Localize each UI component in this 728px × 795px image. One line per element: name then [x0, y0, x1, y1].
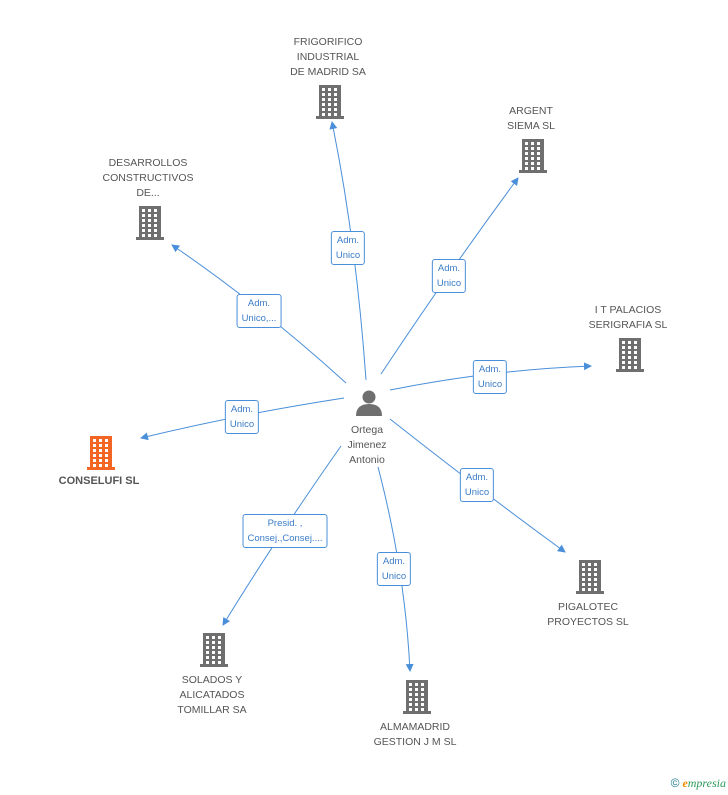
company-name-argent-line: ARGENT	[509, 105, 553, 117]
company-name-frigorifico-line: FRIGORIFICO	[293, 36, 363, 48]
building-icon-almamadrid[interactable]	[403, 680, 431, 714]
empresia-footer[interactable]: ©empresia	[671, 776, 726, 791]
building-icon-itpalacios[interactable]	[616, 338, 644, 372]
building-icon-solados[interactable]	[200, 633, 228, 667]
edge-label-itpalacios-line: Unico	[477, 379, 503, 390]
company-name-almamadrid-line: ALMAMADRID	[379, 721, 451, 733]
edge-label-desarrollos-line: Adm.	[247, 298, 271, 309]
edge-label-frigorifico-line: Unico	[335, 250, 361, 261]
copyright-symbol: ©	[670, 776, 680, 790]
company-name-desarrollos: DESARROLLOS CONSTRUCTIVOS DE...	[102, 156, 193, 201]
edge-label-desarrollos[interactable]: Adm. Unico,...	[236, 294, 282, 328]
edge-label-argent[interactable]: Adm. Unico	[431, 259, 467, 293]
company-name-almamadrid: ALMAMADRID GESTION J M SL	[374, 720, 457, 750]
person-name-line: Ortega	[350, 424, 384, 436]
company-name-almamadrid-line: GESTION J M SL	[373, 736, 457, 748]
company-name-conselufi-line: CONSELUFI SL	[58, 475, 140, 487]
brand-name: mpresia	[687, 776, 726, 790]
edge-label-pigalotec-line: Adm.	[465, 472, 489, 483]
edge-label-itpalacios[interactable]: Adm. Unico	[472, 360, 508, 394]
building-icon-frigorifico[interactable]	[316, 85, 344, 119]
company-name-itpalacios-line: I T PALACIOS	[594, 304, 662, 316]
company-name-argent-line: SIEMA SL	[507, 120, 555, 132]
edge-label-solados[interactable]: Presid. , Consej.,Consej....	[242, 514, 328, 548]
company-name-desarrollos-line: CONSTRUCTIVOS	[102, 172, 194, 184]
person-name-line: Antonio	[349, 454, 385, 466]
company-name-pigalotec-line: PROYECTOS SL	[547, 616, 629, 628]
company-name-solados: SOLADOS Y ALICATADOS TOMILLAR SA	[177, 673, 246, 718]
building-icon-desarrollos[interactable]	[136, 206, 164, 240]
company-name-solados-line: SOLADOS Y	[181, 674, 243, 686]
edge-label-desarrollos-line: Unico,...	[241, 313, 277, 324]
edge-label-frigorifico[interactable]: Adm. Unico	[330, 231, 366, 265]
edge-label-conselufi-line: Unico	[229, 419, 255, 430]
brand-initial: e	[682, 776, 688, 790]
company-name-frigorifico: FRIGORIFICO INDUSTRIAL DE MADRID SA	[290, 35, 366, 80]
edge-label-almamadrid-line: Adm.	[382, 556, 406, 567]
edge-label-conselufi-line: Adm.	[230, 404, 254, 415]
company-name-frigorifico-line: INDUSTRIAL	[296, 51, 360, 63]
edge-label-pigalotec[interactable]: Adm. Unico	[459, 468, 495, 502]
company-name-desarrollos-line: DESARROLLOS	[108, 157, 188, 169]
company-name-desarrollos-line: DE...	[136, 187, 160, 199]
company-name-itpalacios-line: SERIGRAFIA SL	[588, 319, 668, 331]
company-name-pigalotec: PIGALOTEC PROYECTOS SL	[547, 600, 629, 630]
person-icon[interactable]	[356, 390, 382, 417]
company-name-solados-line: TOMILLAR SA	[177, 704, 247, 716]
edge-label-argent-line: Unico	[436, 278, 462, 289]
edge-label-almamadrid[interactable]: Adm. Unico	[376, 552, 412, 586]
company-name-conselufi: CONSELUFI SL	[59, 474, 140, 489]
edge-label-solados-line: Presid. ,	[267, 518, 303, 529]
person-name-line: Jimenez	[347, 439, 387, 451]
building-icon-argent[interactable]	[519, 139, 547, 173]
company-name-frigorifico-line: DE MADRID SA	[290, 66, 366, 78]
building-icon-pigalotec[interactable]	[576, 560, 604, 594]
edge-label-almamadrid-line: Unico	[381, 571, 407, 582]
edge-label-pigalotec-line: Unico	[464, 487, 490, 498]
edge-label-frigorifico-line: Adm.	[336, 235, 360, 246]
edge-label-itpalacios-line: Adm.	[478, 364, 502, 375]
company-name-solados-line: ALICATADOS	[179, 689, 245, 701]
company-name-pigalotec-line: PIGALOTEC	[557, 601, 619, 613]
icons-layer	[87, 85, 644, 714]
edge-label-solados-line: Consej.,Consej....	[247, 533, 323, 544]
building-icon-conselufi[interactable]	[87, 436, 115, 470]
company-name-itpalacios: I T PALACIOS SERIGRAFIA SL	[589, 303, 668, 333]
edge-label-conselufi[interactable]: Adm. Unico	[224, 400, 260, 434]
company-name-argent: ARGENT SIEMA SL	[507, 104, 555, 134]
edge-label-argent-line: Adm.	[437, 263, 461, 274]
